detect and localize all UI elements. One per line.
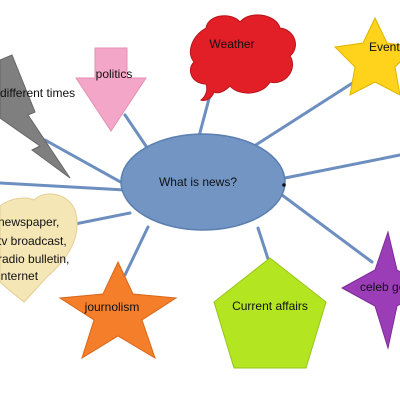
connector-different-times — [43, 138, 137, 192]
lightning-shape — [0, 54, 71, 179]
node-politics: politics — [75, 47, 147, 132]
star-shape — [333, 16, 400, 96]
formats-line-2: tv broadcast, — [0, 234, 67, 248]
node-politics-label: politics — [96, 67, 133, 81]
node-current-affairs-label: Current affairs — [232, 299, 308, 313]
node-current-affairs: Current affairs — [213, 257, 327, 369]
connector-politics — [123, 113, 152, 154]
connector-left-offscreen — [0, 181, 127, 192]
node-different-times: different times — [0, 54, 75, 179]
node-different-times-label: different times — [0, 86, 75, 100]
center-node-label: What is news? — [159, 175, 237, 189]
formats-line-1: newspaper, — [0, 215, 59, 229]
connectors — [0, 73, 400, 277]
node-celeb-gossip-label: celeb go — [360, 280, 400, 294]
node-journalism: journolism — [58, 260, 178, 360]
node-journalism-label: journolism — [84, 300, 140, 314]
pentagon-shape — [213, 257, 327, 369]
formats-line-3: radio bulletin, — [0, 252, 69, 266]
formats-line-4: internet — [0, 269, 39, 283]
connector-current-affairs — [256, 226, 272, 267]
connector-journalism — [123, 225, 150, 277]
connection-dot — [282, 183, 286, 187]
connector-formats — [68, 211, 132, 227]
star-shape — [58, 260, 178, 360]
star-shape — [340, 230, 400, 350]
center-node: What is news? — [120, 133, 286, 231]
heart-shape — [0, 193, 78, 303]
node-events: Events — [333, 16, 400, 96]
node-weather-label: Weather — [209, 37, 254, 51]
node-events-label: Events — [369, 40, 400, 54]
node-formats: newspaper, tv broadcast, radio bulletin,… — [0, 193, 78, 303]
down-arrow-shape — [75, 47, 147, 132]
center-ellipse — [120, 133, 286, 231]
node-weather: Weather — [190, 14, 296, 101]
connector-weather — [196, 93, 212, 142]
connector-events — [246, 73, 367, 152]
thought-cloud-shape — [190, 14, 296, 101]
connector-right-offscreen — [283, 153, 400, 180]
node-celeb-gossip: celeb go — [340, 230, 400, 350]
connector-celeb-gossip — [280, 193, 374, 264]
